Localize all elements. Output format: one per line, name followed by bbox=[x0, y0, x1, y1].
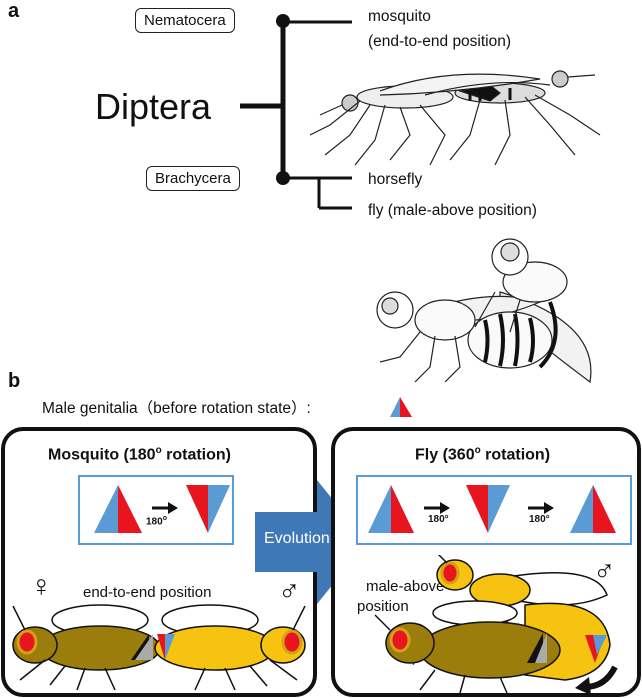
genitalia-before-triangle bbox=[94, 485, 142, 533]
male-body bbox=[154, 625, 276, 671]
suborder-brachycera-label: Brachycera bbox=[146, 166, 240, 191]
leaf-fly: fly (male-above position) bbox=[368, 202, 537, 219]
panel-b-letter: b bbox=[8, 370, 21, 392]
female-eye bbox=[389, 627, 411, 653]
mosquito-panel-title: Mosquito (180o rotation) bbox=[48, 445, 231, 464]
phylogeny-tree bbox=[240, 14, 352, 210]
fly-rotation-label-1: 180° bbox=[428, 514, 449, 525]
mosquito-cartoon-pair bbox=[12, 604, 306, 691]
genitalia-after-360-triangle bbox=[570, 485, 616, 533]
mosquito-rotation-diagram bbox=[94, 485, 230, 533]
female-eye bbox=[16, 629, 38, 655]
order-diptera-label: Diptera bbox=[95, 86, 212, 127]
fly-mating-illustration bbox=[376, 238, 592, 384]
fly-position-label-line2: position bbox=[357, 598, 409, 615]
arrow-right-icon bbox=[424, 502, 450, 514]
panel-a-letter: a bbox=[8, 0, 20, 22]
mosquito-rotation-label: 180o bbox=[146, 515, 167, 528]
leaf-mosquito: mosquito bbox=[368, 8, 431, 25]
suborder-nematocera-label: Nematocera bbox=[135, 8, 235, 33]
arrow-right-icon bbox=[152, 502, 178, 514]
leaf-horsefly: horsefly bbox=[368, 171, 423, 188]
mosquito-mating-illustration bbox=[310, 70, 601, 166]
legend-male-genitalia: Male genitalia（before rotation state）: bbox=[42, 400, 311, 417]
genitalia-after-180-triangle bbox=[466, 485, 510, 533]
node-nematocera bbox=[276, 14, 290, 28]
fly-panel-title: Fly (360o rotation) bbox=[415, 445, 551, 464]
fly-position-label-line1: male-above bbox=[366, 578, 445, 595]
node-brachycera bbox=[276, 171, 290, 185]
fly-cartoon-pair bbox=[374, 555, 618, 695]
male-eye bbox=[440, 561, 460, 585]
female-symbol-mosquito: ♀ bbox=[30, 570, 53, 603]
legend-genitalia-triangle-icon bbox=[390, 397, 412, 417]
male-eye bbox=[281, 629, 303, 655]
evolution-label: Evolution bbox=[264, 530, 330, 547]
fly-rotation-label-2: 180° bbox=[529, 514, 550, 525]
mosquito-position-label: end-to-end position bbox=[83, 584, 212, 601]
leaf-mosquito-position: (end-to-end position) bbox=[368, 33, 512, 50]
arrow-right-icon bbox=[528, 502, 554, 514]
genitalia-after-180-triangle bbox=[186, 485, 230, 533]
fly-rotation-diagram bbox=[368, 485, 616, 533]
genitalia-before-triangle bbox=[368, 485, 414, 533]
male-symbol-fly: ♂ bbox=[593, 555, 616, 588]
male-symbol-mosquito: ♂ bbox=[278, 575, 301, 608]
